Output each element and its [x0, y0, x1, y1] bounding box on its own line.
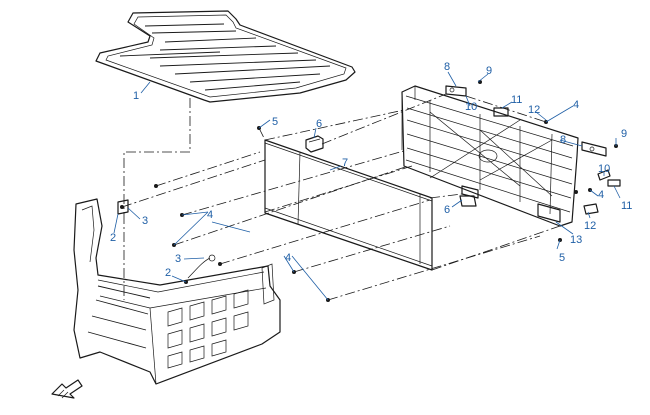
callout-9: 9	[621, 128, 627, 140]
callout-3: 3	[175, 253, 181, 265]
assembly-alignment-lines	[121, 93, 561, 301]
bracket-12-right	[583, 203, 599, 215]
bracket-10-right	[597, 169, 611, 181]
callout-13: 13	[570, 234, 582, 246]
callout-11: 11	[511, 94, 522, 106]
callout-4: 4	[573, 99, 579, 111]
truck-bed-part	[73, 198, 281, 385]
callout-2: 2	[110, 232, 116, 244]
callout-12: 12	[584, 220, 596, 232]
callout-labels: 1 2 2 3 3 4 4 4 4 5 5 6 6 7 8 8 9 9 10 1…	[110, 61, 632, 279]
clip-11-right	[607, 179, 621, 187]
callout-1: 1	[133, 90, 139, 102]
callout-5: 5	[272, 116, 278, 128]
callout-2: 2	[165, 267, 171, 279]
callout-6: 6	[444, 204, 450, 216]
callout-8: 8	[444, 61, 450, 73]
upper-bracket-part	[305, 135, 324, 153]
callout-10: 10	[465, 101, 477, 113]
callout-10: 10	[598, 163, 610, 175]
callout-4: 4	[285, 252, 291, 264]
callout-9: 9	[486, 65, 492, 77]
fastener-hardware	[117, 80, 618, 302]
callout-4: 4	[598, 189, 604, 201]
callout-11: 11	[621, 200, 632, 212]
front-panel-part	[264, 139, 433, 271]
hinge-bracket-8-right	[581, 141, 607, 157]
callout-4: 4	[207, 209, 213, 221]
callout-8: 8	[560, 134, 566, 146]
callout-7: 7	[342, 157, 348, 169]
callout-5: 5	[559, 252, 565, 264]
callout-3: 3	[142, 215, 148, 227]
callout-12: 12	[528, 104, 540, 116]
bed-mat-part	[95, 10, 356, 103]
hinge-bracket-8-top	[445, 85, 467, 97]
callout-leader-lines	[113, 71, 621, 301]
callout-6: 6	[316, 118, 322, 130]
tailgate-frame-part	[401, 85, 579, 227]
front-direction-arrow-icon	[51, 379, 83, 399]
bracket-6-lower	[459, 195, 477, 207]
